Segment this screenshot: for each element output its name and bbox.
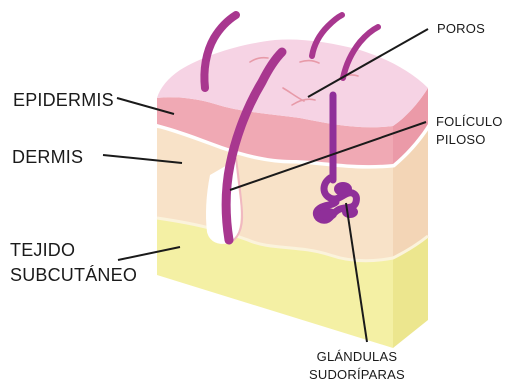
tejido-subcutaneo-line-1: TEJIDO xyxy=(10,238,137,263)
tejido-subcutaneo-line-2: SUBCUTÁNEO xyxy=(10,263,137,288)
sweat-coil-lobe xyxy=(342,206,358,218)
glandulas-sudoriparas-line-2: SUDORÍPARAS xyxy=(309,366,405,384)
tejido-subcutaneo-label: TEJIDO SUBCUTÁNEO xyxy=(10,238,137,288)
glandulas-sudoriparas-label: GLÁNDULAS SUDORÍPARAS xyxy=(309,348,405,384)
foliculo-piloso-line-2: PILOSO xyxy=(436,131,503,149)
foliculo-piloso-label: FOLÍCULO PILOSO xyxy=(436,113,503,149)
glandulas-sudoriparas-line-1: GLÁNDULAS xyxy=(309,348,405,366)
poros-label: POROS xyxy=(437,20,485,38)
sweat-coil-lobe xyxy=(319,208,337,220)
dermis-label: DERMIS xyxy=(12,145,83,170)
sweat-coil-lobe xyxy=(334,182,352,196)
epidermis-label: EPIDERMIS xyxy=(13,88,114,113)
foliculo-piloso-line-1: FOLÍCULO xyxy=(436,113,503,131)
